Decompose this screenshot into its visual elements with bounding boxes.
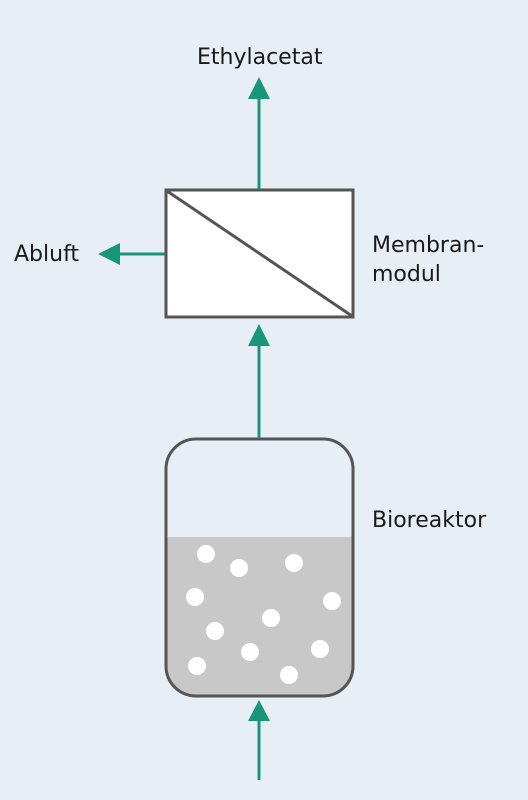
- bubble: [197, 545, 215, 563]
- bubble: [280, 666, 298, 684]
- inlet-arrow: [248, 700, 270, 780]
- bioreactor: [164, 437, 355, 698]
- exhaust-label: Abluft: [14, 242, 80, 267]
- exhaust-arrow: [98, 243, 165, 265]
- membrane-module: [164, 188, 355, 319]
- membrane-diagonal: [166, 189, 353, 318]
- bioreactor-label: Bioreaktor: [372, 508, 487, 533]
- bubble: [323, 592, 341, 610]
- bubble: [311, 640, 329, 658]
- bubble: [262, 609, 280, 627]
- product-label: Ethylacetat: [197, 45, 323, 70]
- bioreactor-vessel: [164, 437, 355, 698]
- bubbles: [186, 545, 341, 684]
- membrane-label-line2: modul: [372, 262, 441, 287]
- product-outlet-arrow: [248, 77, 270, 189]
- flow-arrows: [98, 77, 270, 780]
- bioreactor-liquid: [166, 537, 353, 696]
- bubble: [230, 559, 248, 577]
- bubble: [186, 588, 204, 606]
- bubble: [206, 622, 224, 640]
- membrane-label-line1: Membran-: [372, 233, 485, 258]
- reactor-to-membrane-arrow: [248, 324, 270, 438]
- bubble: [241, 643, 259, 661]
- bubble: [285, 554, 303, 572]
- membrane-module-label: Membran- modul: [372, 231, 484, 289]
- bubble: [188, 657, 206, 675]
